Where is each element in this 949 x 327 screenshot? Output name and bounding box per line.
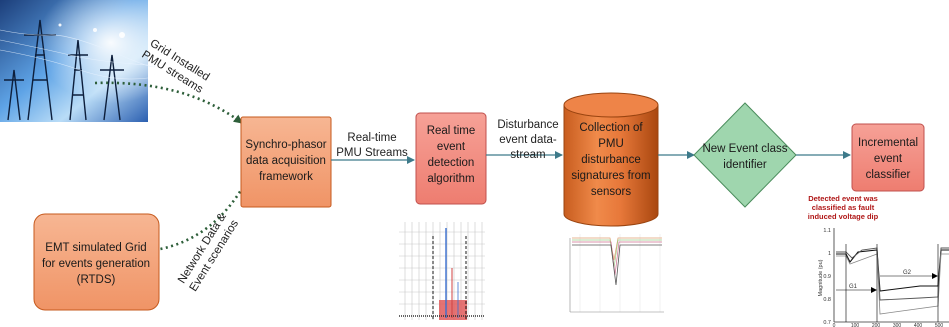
svg-text:classified as fault: classified as fault xyxy=(812,203,875,212)
svg-text:New Event class: New Event class xyxy=(702,143,787,155)
svg-text:0.9: 0.9 xyxy=(823,274,831,280)
svg-text:disturbance: disturbance xyxy=(581,154,640,166)
new-event-class-identifier-diamond: New Event class identifier xyxy=(693,102,797,208)
svg-text:G1: G1 xyxy=(849,284,858,290)
svg-text:induced voltage dip: induced voltage dip xyxy=(808,212,879,221)
svg-text:Real time: Real time xyxy=(427,125,476,137)
detection-plot-thumbnail xyxy=(399,222,485,322)
synchrophasor-framework-box: Synchro-phasor data acquisition framewor… xyxy=(240,116,332,208)
svg-text:for events generation: for events generation xyxy=(42,258,150,270)
svg-text:Disturbance: Disturbance xyxy=(497,119,558,131)
signature-plot-thumbnail xyxy=(566,232,664,320)
svg-text:G2: G2 xyxy=(903,270,912,276)
svg-text:event: event xyxy=(874,153,903,165)
svg-text:Incremental: Incremental xyxy=(858,137,918,149)
svg-text:PMU: PMU xyxy=(598,138,624,150)
svg-text:100: 100 xyxy=(851,323,860,327)
power-grid-image xyxy=(0,0,155,122)
grid-to-framework-dotted-arrow xyxy=(94,81,243,125)
realtime-detection-box: Real time event detection algorithm xyxy=(415,112,487,205)
svg-text:identifier: identifier xyxy=(723,159,767,171)
svg-text:200: 200 xyxy=(872,323,881,327)
svg-text:data acquisition: data acquisition xyxy=(246,155,326,167)
svg-text:Collection of: Collection of xyxy=(579,122,643,134)
svg-text:detection: detection xyxy=(428,157,475,169)
svg-text:stream: stream xyxy=(510,149,545,161)
network-data-label: Network Data & Event scenarios xyxy=(176,211,241,294)
svg-text:1: 1 xyxy=(828,251,831,257)
svg-text:400: 400 xyxy=(914,323,923,327)
svg-text:(RTDS): (RTDS) xyxy=(77,274,116,286)
svg-text:PMU Streams: PMU Streams xyxy=(336,147,408,159)
svg-text:framework: framework xyxy=(259,171,313,183)
disturbance-stream-label: Disturbance event data- stream xyxy=(497,119,558,161)
svg-text:Synchro-phasor: Synchro-phasor xyxy=(245,139,326,151)
collection-database-cylinder: Collection of PMU disturbance signatures… xyxy=(563,92,659,227)
svg-text:300: 300 xyxy=(893,323,902,327)
svg-text:Detected event was: Detected event was xyxy=(808,194,878,203)
svg-text:event: event xyxy=(437,141,466,153)
classified-event-plot: Magnitude (pu) 1.1 1 0.9 0.8 0.7 0 100 2… xyxy=(818,224,949,327)
svg-text:classifier: classifier xyxy=(866,169,911,181)
svg-text:0.7: 0.7 xyxy=(823,320,831,326)
svg-text:Magnitude (pu): Magnitude (pu) xyxy=(818,259,824,296)
svg-text:0.8: 0.8 xyxy=(823,297,831,303)
svg-text:EMT simulated Grid: EMT simulated Grid xyxy=(45,242,146,254)
svg-text:algorithm: algorithm xyxy=(427,173,474,185)
svg-text:0: 0 xyxy=(833,323,836,327)
svg-text:Real-time: Real-time xyxy=(347,132,396,144)
realtime-streams-label: Real-time PMU Streams xyxy=(336,132,408,159)
svg-text:sensors: sensors xyxy=(591,186,632,198)
svg-text:event data-: event data- xyxy=(499,134,557,146)
svg-text:1.1: 1.1 xyxy=(823,228,831,234)
emt-simulated-grid-box: EMT simulated Grid for events generation… xyxy=(33,213,160,311)
incremental-classifier-box: Incremental event classifier xyxy=(851,123,925,192)
classified-event-annotation: Detected event was classified as fault i… xyxy=(808,194,879,221)
svg-text:500: 500 xyxy=(935,323,944,327)
svg-text:signatures from: signatures from xyxy=(571,170,650,182)
